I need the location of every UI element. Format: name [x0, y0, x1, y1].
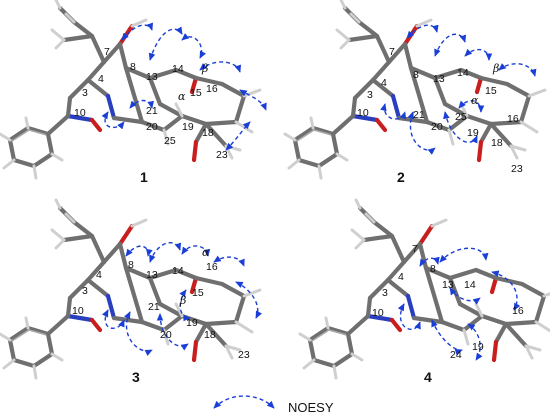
atom-label: β — [179, 294, 186, 307]
atom-label: 15 — [190, 87, 202, 99]
atom-label: 7 — [412, 243, 418, 255]
atom-label: 8 — [128, 259, 134, 271]
molecule-3: 8 4 13 14 16 α 3 15 β 10 21 20 19 18 23 … — [0, 200, 260, 385]
atom-label: 4 — [398, 271, 404, 283]
atom-label: 18 — [491, 137, 503, 149]
atom-label: 13 — [146, 71, 158, 83]
molecule-2-noesy-arrows — [380, 24, 537, 155]
atom-label: 7 — [104, 46, 110, 58]
molecule-3-structure — [0, 200, 260, 378]
atom-label: 21 — [413, 109, 425, 121]
atom-label: 24 — [450, 349, 462, 361]
molecule-3-noesy-arrows — [101, 242, 263, 357]
atom-label: 8 — [430, 263, 436, 275]
molecule-2-structure — [285, 0, 545, 178]
molecule-1: 7 8 4 13 14 β 3 α 15 16 10 21 20 19 25 1… — [0, 0, 267, 185]
atom-label: 15 — [192, 287, 204, 299]
atom-label: α — [202, 246, 210, 259]
atom-label: 10 — [74, 107, 86, 119]
atom-label: 23 — [238, 349, 250, 361]
compound-number: 3 — [132, 369, 140, 385]
molecule-2: 7 8 4 13 14 β 3 15 α 10 21 25 16 20 19 1… — [285, 0, 545, 185]
molecule-4-noesy-arrows — [397, 247, 521, 361]
atom-label: 16 — [512, 305, 524, 317]
atom-label: 8 — [413, 69, 419, 81]
atom-label: 19 — [186, 317, 198, 329]
atom-label: 10 — [357, 107, 369, 119]
molecule-3-atom-labels: 8 4 13 14 16 α 3 15 β 10 21 20 19 18 23 — [72, 246, 250, 361]
atom-label: 23 — [216, 149, 228, 161]
atom-label: 7 — [389, 46, 395, 58]
atom-label: 13 — [442, 279, 454, 291]
noesy-legend-arrow — [213, 395, 275, 409]
atom-label: α — [178, 90, 186, 103]
legend-label: NOESY — [288, 400, 334, 415]
atom-label: 16 — [507, 113, 519, 125]
atom-label: 21 — [148, 301, 160, 313]
atom-label: β — [201, 62, 208, 75]
atom-label: 3 — [82, 285, 88, 297]
atom-label: 21 — [146, 105, 158, 117]
atom-label: 14 — [172, 265, 184, 277]
atom-label: 19 — [182, 121, 194, 133]
atom-label: 15 — [485, 85, 497, 97]
atom-label: 13 — [146, 269, 158, 281]
atom-label: 13 — [433, 73, 445, 85]
atom-label: 3 — [367, 89, 373, 101]
molecule-1-atom-labels: 7 8 4 13 14 β 3 α 15 16 10 21 20 19 25 1… — [74, 46, 228, 161]
molecule-4: 7 8 4 3 13 14 10 16 24 19 4 — [300, 200, 550, 385]
legend: NOESY — [213, 395, 334, 415]
atom-label: β — [492, 62, 499, 75]
atom-label: 18 — [202, 127, 214, 139]
atom-label: 23 — [511, 163, 523, 175]
atom-label: 8 — [130, 61, 136, 73]
atom-label: 4 — [96, 269, 102, 281]
atom-label: 16 — [206, 261, 218, 273]
molecule-2-atom-labels: 7 8 4 13 14 β 3 15 α 10 21 25 16 20 19 1… — [357, 46, 523, 175]
molecule-4-atom-labels: 7 8 4 3 13 14 10 16 24 19 — [372, 243, 524, 361]
atom-label: 19 — [472, 341, 484, 353]
atom-label: 14 — [464, 279, 476, 291]
atom-label: 19 — [467, 127, 479, 139]
atom-label: 20 — [146, 121, 158, 133]
compound-number: 4 — [424, 369, 432, 385]
atom-label: 20 — [160, 329, 172, 341]
atom-label: 3 — [82, 87, 88, 99]
atom-label: 25 — [455, 111, 467, 123]
atom-label: 18 — [204, 329, 216, 341]
atom-label: 4 — [98, 73, 104, 85]
atom-label: 25 — [164, 135, 176, 147]
atom-label: 3 — [382, 287, 388, 299]
molecule-1-noesy-arrows — [101, 22, 267, 151]
atom-label: α — [471, 94, 479, 107]
atom-label: 14 — [457, 67, 469, 79]
atom-label: 10 — [372, 307, 384, 319]
atom-label: 4 — [381, 77, 387, 89]
atom-label: 16 — [206, 83, 218, 95]
compound-number: 1 — [140, 169, 148, 185]
atom-label: 14 — [172, 63, 184, 75]
atom-label: 20 — [431, 121, 443, 133]
compound-number: 2 — [397, 169, 405, 185]
molecule-4-structure — [300, 200, 550, 378]
atom-label: 10 — [72, 305, 84, 317]
